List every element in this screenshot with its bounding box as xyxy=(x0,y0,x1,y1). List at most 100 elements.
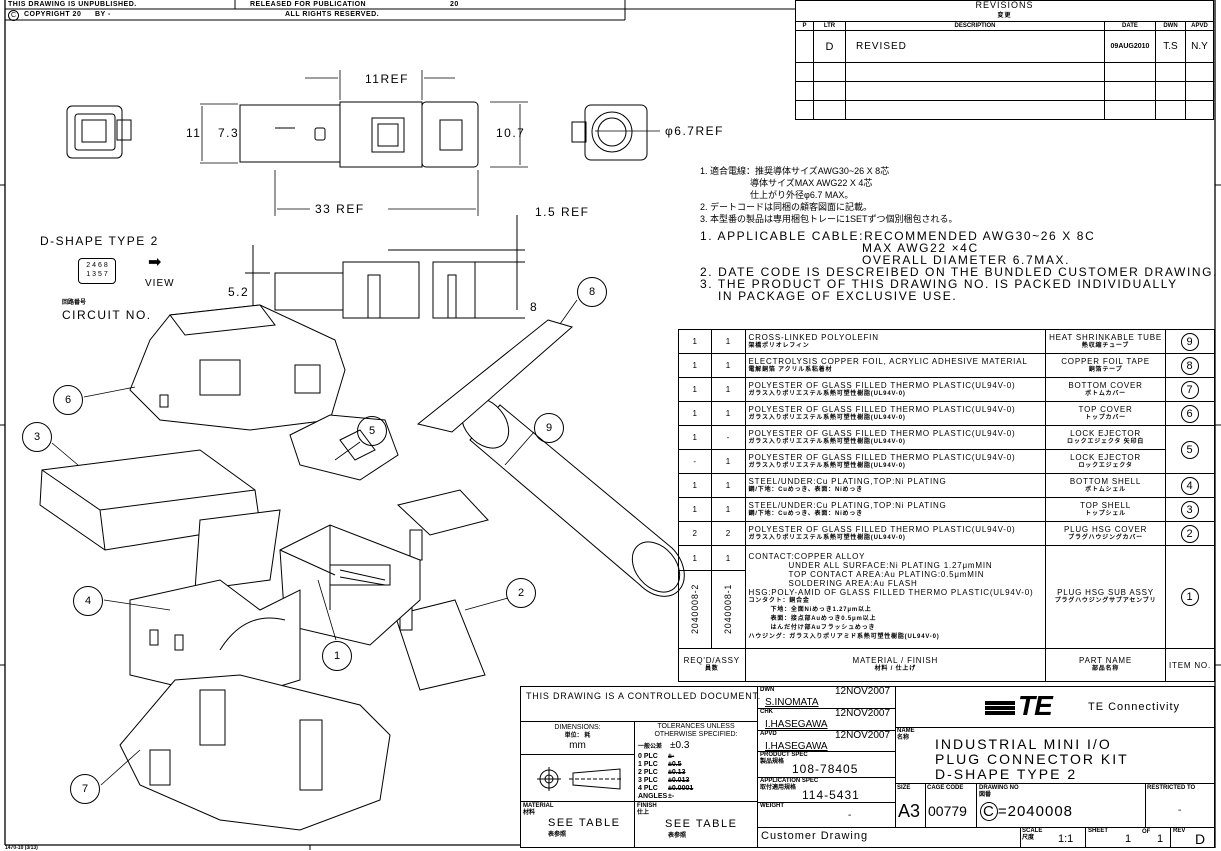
part-material-jp: 鋼/下地：Cuめっき、表面：Niめっき xyxy=(748,510,863,517)
tol-value: ±- xyxy=(668,793,675,800)
part-material: CROSS-LINKED POLYOLEFIN xyxy=(748,332,879,342)
copyright-icon: C xyxy=(8,10,19,21)
note-en-1: 1. APPLICABLE CABLE:RECOMMENDED AWG30~26… xyxy=(700,229,1096,243)
callout-3: 3 xyxy=(22,422,52,452)
dimensions-label-jp: 単位： 耗 xyxy=(564,733,591,739)
part-name-jp: ロックエジェクタ xyxy=(1078,462,1133,469)
dim-offset: 1.5 REF xyxy=(535,205,590,219)
top-cover-drawing xyxy=(129,304,346,431)
product-spec-label: PRODUCT SPEC xyxy=(760,752,808,758)
general-tolerance: ±0.3 xyxy=(670,740,690,751)
part-name: LOCK EJECTOR xyxy=(1070,428,1141,438)
revisions-title: REVISIONS xyxy=(975,0,1034,10)
callout-2: 2 xyxy=(506,578,536,608)
tol-value: ±0.5 xyxy=(668,761,682,768)
item-number: 7 xyxy=(1181,380,1199,399)
rev-value: D xyxy=(1195,831,1206,847)
note-en-1c: OVERALL DIAMETER 6.7MAX. xyxy=(862,253,1071,267)
dwn-date: 12NOV2007 xyxy=(835,686,891,697)
qty-assy-1: - xyxy=(726,433,731,442)
shape-type-label: D-SHAPE TYPE 2 xyxy=(40,234,159,248)
item-number: 3 xyxy=(1181,500,1199,519)
callout-4: 4 xyxy=(73,586,103,616)
note-en-3b: IN PACKAGE OF EXCLUSIVE USE. xyxy=(718,289,958,303)
header-qty: REQ'D/ASSY xyxy=(683,656,740,665)
assy-number-2: 2040008-2 xyxy=(689,583,700,634)
part-name: TOP COVER xyxy=(1078,404,1133,414)
rev-header-date: DATE xyxy=(1104,21,1156,31)
item-number: 5 xyxy=(1181,440,1199,459)
top-shell-drawing xyxy=(39,449,281,591)
dimension-lines xyxy=(200,70,660,216)
tol-label: 3 PLC xyxy=(638,777,658,784)
part1-material-line: SOLDERING AREA:Au FLASH xyxy=(788,579,918,588)
header-part-name: PART NAME xyxy=(1079,656,1133,665)
pin-5: 5 xyxy=(97,271,102,278)
callout-7: 7 xyxy=(70,774,100,804)
part-material: POLYESTER OF GLASS FILLED THERMO PLASTIC… xyxy=(748,524,1016,534)
copper-foil-tape-drawing xyxy=(416,319,574,433)
part1-material-jp: 下地：全面Niめっき1.27μm以上 xyxy=(770,607,872,613)
rev-header-description: DESCRIPTION xyxy=(845,21,1105,31)
pin-7: 7 xyxy=(103,271,108,278)
part-name: PLUG HSG COVER xyxy=(1063,524,1148,534)
customer-drawing-label: Customer Drawing xyxy=(761,830,869,842)
qty-assy-2: 1 xyxy=(692,505,698,514)
drawing-title-line: D-SHAPE TYPE 2 xyxy=(935,766,1078,782)
qty-assy-2: 1 xyxy=(692,385,698,394)
sheet-label: SHEET xyxy=(1088,828,1109,834)
item-number: 2 xyxy=(1181,524,1199,543)
part-material-jp: ガラス入りポリエステル系熱可塑性樹脂(UL94V-0) xyxy=(748,390,906,397)
dim-diameter: φ6.7REF xyxy=(665,124,724,138)
front-view-connector xyxy=(66,105,132,159)
part-material-jp: 電解銅箔 アクリル系粘着材 xyxy=(748,366,833,373)
item-number: 9 xyxy=(1181,332,1199,351)
parts-row: 1 - POLYESTER OF GLASS FILLED THERMO PLAST… xyxy=(677,425,1215,474)
rev-dwn: T.S xyxy=(1155,30,1186,63)
part-name: TOP SHELL xyxy=(1080,500,1132,510)
part-material-jp: ガラス入りポリエステル系熱可塑性樹脂(UL94V-0) xyxy=(748,414,906,421)
rev-ltr: D xyxy=(813,30,846,63)
dim-inner-height: 7.3 xyxy=(218,126,240,140)
part-name-jp: 銅箔テープ xyxy=(1088,366,1123,373)
notes-jp: 1. 適合電線：推奨導体サイズAWG30~26 X 8芯 導体サイズMAX AW… xyxy=(700,165,958,225)
rev-description: REVISED xyxy=(845,30,1105,63)
callout-leaders xyxy=(51,299,578,786)
apvd-date: 12NOV2007 xyxy=(835,730,891,741)
pin-3: 3 xyxy=(92,271,97,278)
part-material: POLYESTER OF GLASS FILLED THERMO PLASTIC… xyxy=(748,452,1016,462)
rev-header-p: P xyxy=(795,21,814,31)
application-spec: 114-5431 xyxy=(802,788,860,802)
callout-6: 6 xyxy=(53,385,83,415)
drawing-number: C=2040008 xyxy=(980,802,1073,821)
apvd-name: I.HASEGAWA xyxy=(765,741,828,752)
qty-assy-2: 1 xyxy=(692,361,698,370)
rev-date: 09AUG2010 xyxy=(1104,30,1156,63)
bottom-shell-drawing xyxy=(129,579,301,701)
weight-label: WEIGHT xyxy=(760,803,784,809)
tol-value: ±0.13 xyxy=(668,769,686,776)
dimensions-unit: mm xyxy=(569,740,586,751)
assy-number-1: 2040008-1 xyxy=(722,583,733,634)
drawing-title-line: PLUG CONNECTOR KIT xyxy=(935,751,1129,767)
circuit-label: CIRCUIT NO. xyxy=(62,308,152,322)
general-tolerance-jp: 一般公差 xyxy=(638,744,663,750)
item-number: 4 xyxy=(1181,476,1199,495)
dim-length: 33 REF xyxy=(315,202,365,216)
tol-label: 0 PLC xyxy=(638,753,658,760)
sheet-total: 1 xyxy=(1157,833,1164,845)
rev-header-dwn: DWN xyxy=(1155,21,1186,31)
qty-assy-1: 1 xyxy=(725,457,731,466)
heat-shrink-tube-drawing xyxy=(460,397,685,597)
part1-material-jp: 表面：接点部Auめっき0.5μm以上 xyxy=(770,616,877,622)
part-material: ELECTROLYSIS COPPER FOIL, ACRYLIC ADHESI… xyxy=(748,356,1028,366)
dim-right-height: 10.7 xyxy=(496,126,526,140)
copyright-note: COPYRIGHT 20 xyxy=(24,11,82,18)
circuit-label-jp: 回路番号 xyxy=(62,300,87,306)
part-material: POLYESTER OF GLASS FILLED THERMO PLASTIC… xyxy=(748,380,1016,390)
chk-label: CHK xyxy=(760,709,773,715)
